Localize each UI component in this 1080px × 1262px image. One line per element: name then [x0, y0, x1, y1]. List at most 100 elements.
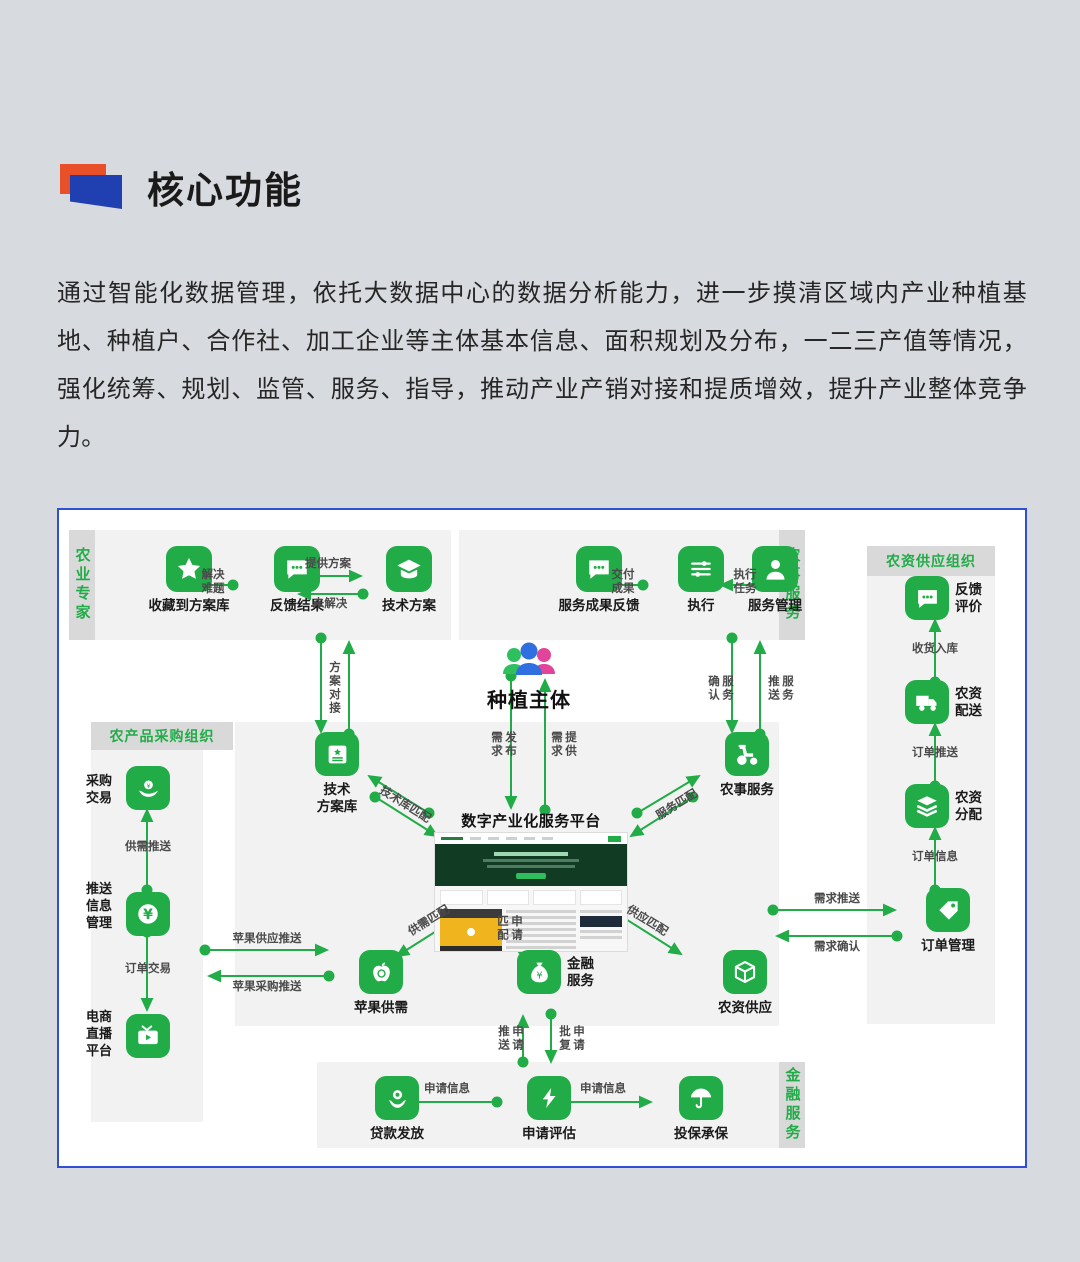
truck-icon	[905, 680, 949, 724]
hand-coin-icon: ¥	[126, 766, 170, 810]
node-label: 技术 方案库	[316, 782, 358, 814]
node-loan-disbursement[interactable]: 贷款发放	[351, 1076, 443, 1142]
node-technical-solution[interactable]: 技术方案	[359, 546, 459, 614]
node-label-ecommerce-live-platform: 电商 直播 平台	[85, 1009, 112, 1058]
link-label-order-info: 订单信息	[912, 851, 958, 863]
node-label: 订单管理	[921, 938, 975, 953]
link-label-apply-info-right: 申请信息	[580, 1083, 626, 1095]
tv-icon	[126, 1014, 170, 1058]
node-label: 农资 配送	[955, 686, 982, 718]
node-label: 服务成果反馈	[558, 598, 640, 613]
node-apple-supply-demand[interactable]: 苹果供需	[335, 950, 427, 1016]
person-icon	[752, 546, 798, 592]
link-label-execute-task: 执行 任务	[733, 569, 757, 595]
group-label-supply-org: 农资供应组织	[867, 546, 995, 576]
page-title: 核心功能	[147, 170, 303, 211]
node-agri-material-supply[interactable]: 农资供应	[695, 950, 795, 1016]
link-label-supply-demand-push: 供需推送	[125, 841, 171, 853]
node-purchase-transaction[interactable]: ¥	[125, 766, 171, 810]
node-label: 苹果供需	[354, 1000, 408, 1015]
link-label-plan-docking: 方案对接	[328, 661, 340, 715]
group-label-experts: 农业专家	[69, 530, 95, 640]
star-icon	[166, 546, 212, 592]
location-coin-icon	[375, 1076, 419, 1120]
node-label-push-info-management: 推送 信息 管理	[85, 881, 112, 930]
link-label-provide-demand: 提供 需求	[550, 730, 576, 758]
node-execute[interactable]: 执行	[655, 546, 747, 614]
node-collect-to-library[interactable]: 收藏到方案库	[127, 546, 251, 614]
link-label-unsolved: 未解决	[312, 598, 348, 610]
link-label-order-transaction: 订单交易	[125, 963, 171, 975]
chat-icon	[576, 546, 622, 592]
node-ecommerce-live-platform[interactable]	[125, 1014, 171, 1058]
link-label-order-push: 订单推送	[912, 747, 958, 759]
node-service-management[interactable]: 服务管理	[719, 546, 831, 614]
node-label: 反馈 评价	[955, 582, 982, 614]
link-label-apply-reply: 申请 批复	[558, 1024, 584, 1052]
node-service-result-feedback[interactable]: 服务成果反馈	[537, 546, 661, 614]
apple-icon	[359, 950, 403, 994]
tag-icon	[926, 888, 970, 932]
link-label-deliver-result: 交付 成果	[611, 569, 635, 595]
page-header: 核心功能	[57, 160, 303, 214]
node-feedback-evaluation[interactable]: 反馈 评价	[905, 576, 982, 620]
svg-text:¥: ¥	[536, 970, 542, 981]
box-icon	[723, 950, 767, 994]
node-label: 反馈结果	[270, 598, 324, 613]
node-label: 农事服务	[720, 782, 774, 797]
core-function-diagram: 农业专家 农事服务 金融服务 农资供应组织 农产品采购组织	[57, 508, 1027, 1168]
node-push-info-management[interactable]: ¥	[125, 892, 171, 936]
layers-icon	[905, 784, 949, 828]
link-label-demand-push: 需求推送	[814, 893, 860, 905]
chat-icon	[274, 546, 320, 592]
book-star-icon	[315, 732, 359, 776]
node-tech-solution-library[interactable]: 技术 方案库	[291, 732, 383, 815]
platform-screenshot[interactable]	[434, 832, 628, 952]
node-label: 申请评估	[522, 1126, 576, 1141]
link-label-apply-info-left: 申请信息	[424, 1083, 470, 1095]
node-order-management[interactable]: 订单管理	[913, 888, 983, 954]
link-label-apply-push: 申请 推送	[497, 1024, 523, 1052]
bolt-icon	[527, 1076, 571, 1120]
node-label: 服务管理	[748, 598, 802, 613]
node-label-purchase-transaction: 采购 交易	[85, 773, 112, 805]
group-label-finance: 金融服务	[779, 1062, 805, 1148]
link-label-service-push: 服务 推送	[767, 674, 793, 702]
group-label-purchase-org: 农产品采购组织	[91, 722, 233, 750]
link-label-demand-confirm: 需求确认	[814, 941, 860, 953]
hub-planting-entity[interactable]: 种植主体	[479, 642, 579, 713]
node-label: 执行	[687, 598, 715, 613]
hub-title: 种植主体	[487, 690, 571, 712]
link-label-solve-problem: 解决 难题	[201, 569, 225, 595]
link-label-apple-purchase-push: 苹果采购推送	[232, 981, 302, 993]
node-label: 贷款发放	[370, 1126, 424, 1141]
link-label-provide-solution: 提供方案	[305, 558, 351, 570]
link-label-apple-supply-push: 苹果供应推送	[232, 933, 302, 945]
node-label: 技术方案	[382, 598, 436, 613]
node-insurance-underwriting[interactable]: 投保承保	[655, 1076, 747, 1142]
node-farm-service[interactable]: 农事服务	[701, 732, 793, 798]
node-financial-service[interactable]: ¥ 金融 服务	[517, 950, 594, 994]
node-label: 农资 分配	[955, 790, 982, 822]
node-agri-material-allocation[interactable]: 农资 分配	[905, 784, 982, 828]
chat-icon	[905, 576, 949, 620]
node-label: 收藏到方案库	[148, 598, 230, 613]
link-label-apply-match: 申请 匹配	[496, 914, 522, 942]
node-agri-material-delivery[interactable]: 农资 配送	[905, 680, 982, 724]
yuan-circle-icon: ¥	[126, 892, 170, 936]
node-label: 农资供应	[718, 1000, 772, 1015]
people-group-icon	[500, 642, 558, 681]
task-list-icon	[678, 546, 724, 592]
intro-paragraph: 通过智能化数据管理，依托大数据中心的数据分析能力，进一步摸清区域内产业种植基地、…	[57, 280, 1027, 451]
link-label-publish-demand: 发布 需求	[490, 730, 516, 758]
node-application-assessment[interactable]: 申请评估	[503, 1076, 595, 1142]
link-label-service-confirm: 服务 确认	[707, 674, 733, 702]
node-label: 金融 服务	[567, 956, 594, 988]
link-label-receive-warehouse: 收货入库	[912, 643, 958, 655]
brand-logo-icon	[57, 162, 125, 212]
node-feedback-result[interactable]: 反馈结果	[247, 546, 347, 614]
money-bag-icon: ¥	[517, 950, 561, 994]
tractor-icon	[725, 732, 769, 776]
svg-text:¥: ¥	[146, 782, 150, 789]
umbrella-icon	[679, 1076, 723, 1120]
